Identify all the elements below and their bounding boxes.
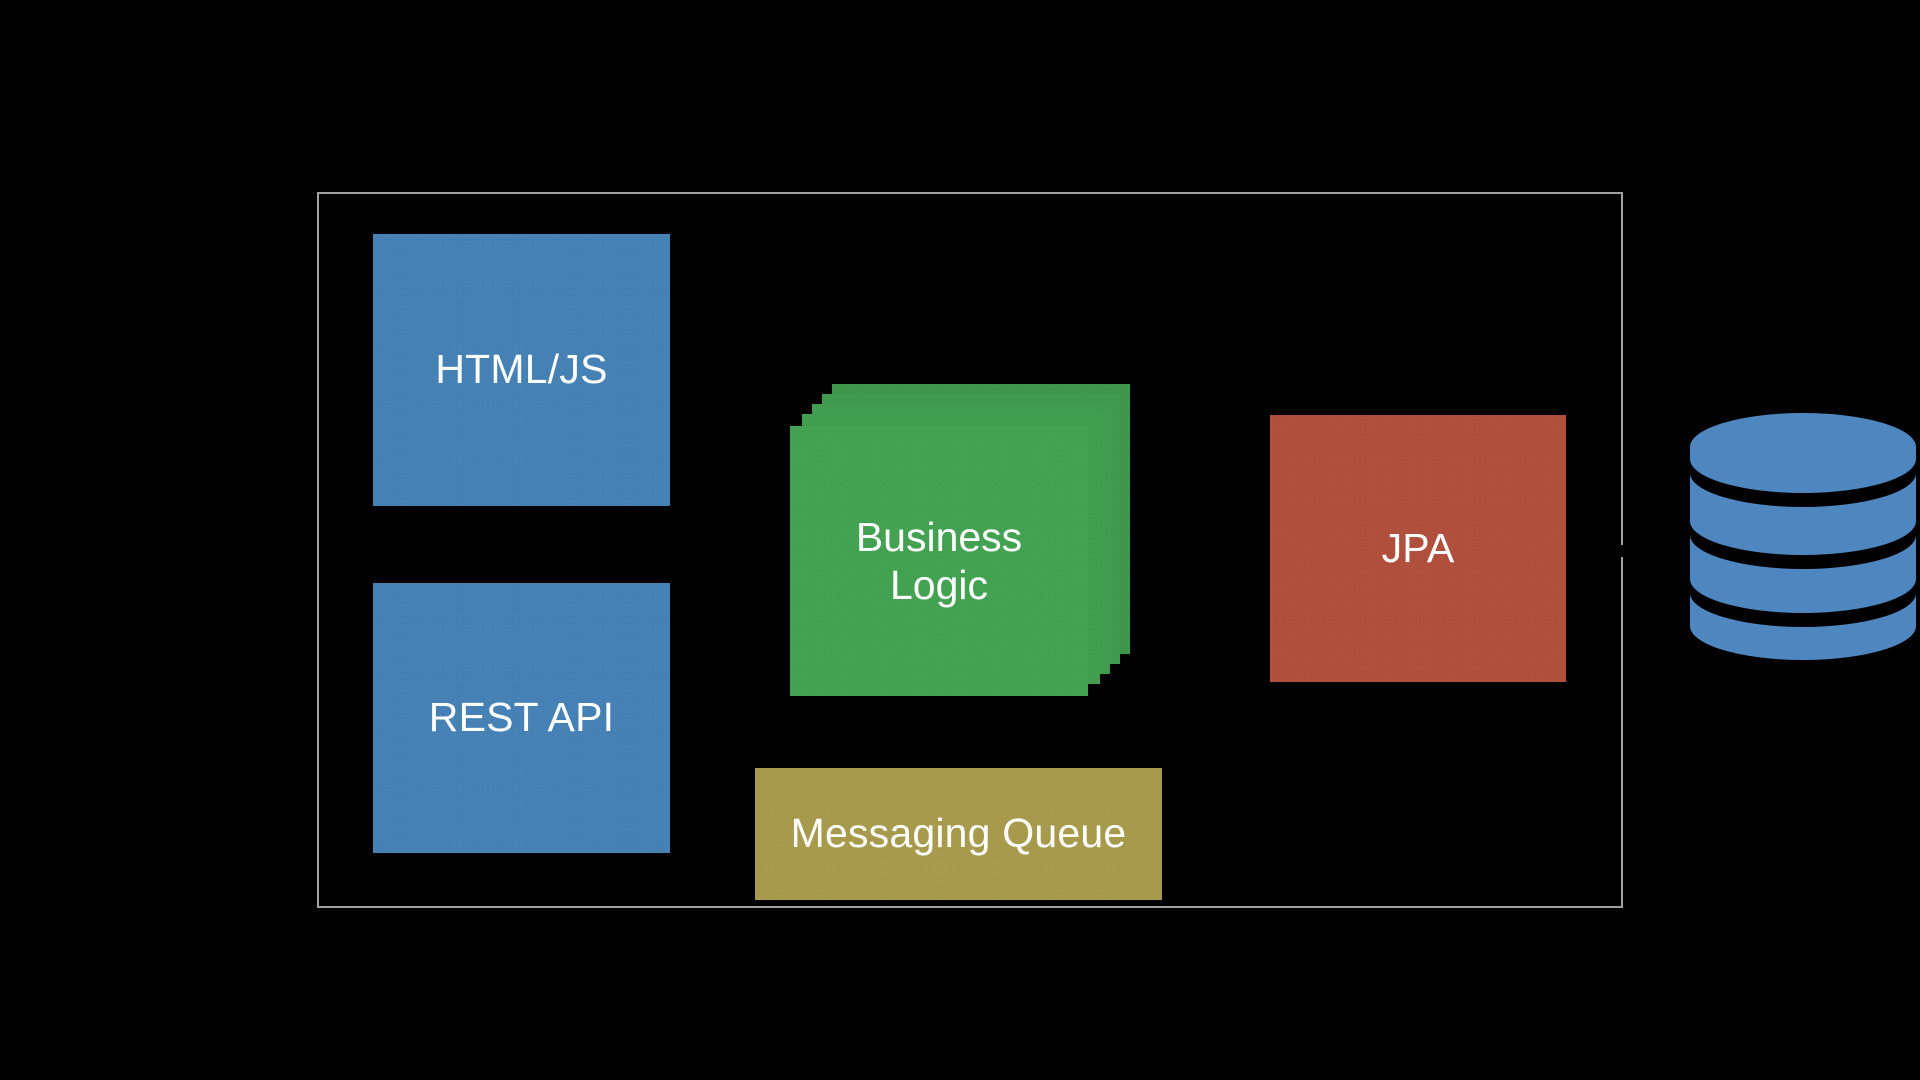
node-jpa-label: JPA (1381, 524, 1455, 571)
node-rest-api[interactable]: REST API (373, 583, 670, 853)
node-messaging-queue[interactable]: Messaging Queue (755, 768, 1162, 900)
node-rest-api-label: REST API (428, 694, 615, 741)
node-messaging-queue-label: Messaging Queue (790, 810, 1127, 857)
boundary-right-edge-gap (1621, 545, 1627, 557)
node-jpa[interactable]: JPA (1270, 415, 1566, 682)
node-business-logic-label: Business Logic (855, 513, 1023, 608)
node-html-js[interactable]: HTML/JS (373, 234, 670, 506)
node-business-logic[interactable]: Business Logic (790, 384, 1130, 696)
business-logic-card-front[interactable]: Business Logic (790, 426, 1088, 696)
database-icon (1690, 413, 1916, 660)
node-html-js-label: HTML/JS (435, 346, 608, 393)
node-database-cylinder[interactable] (1690, 413, 1916, 660)
